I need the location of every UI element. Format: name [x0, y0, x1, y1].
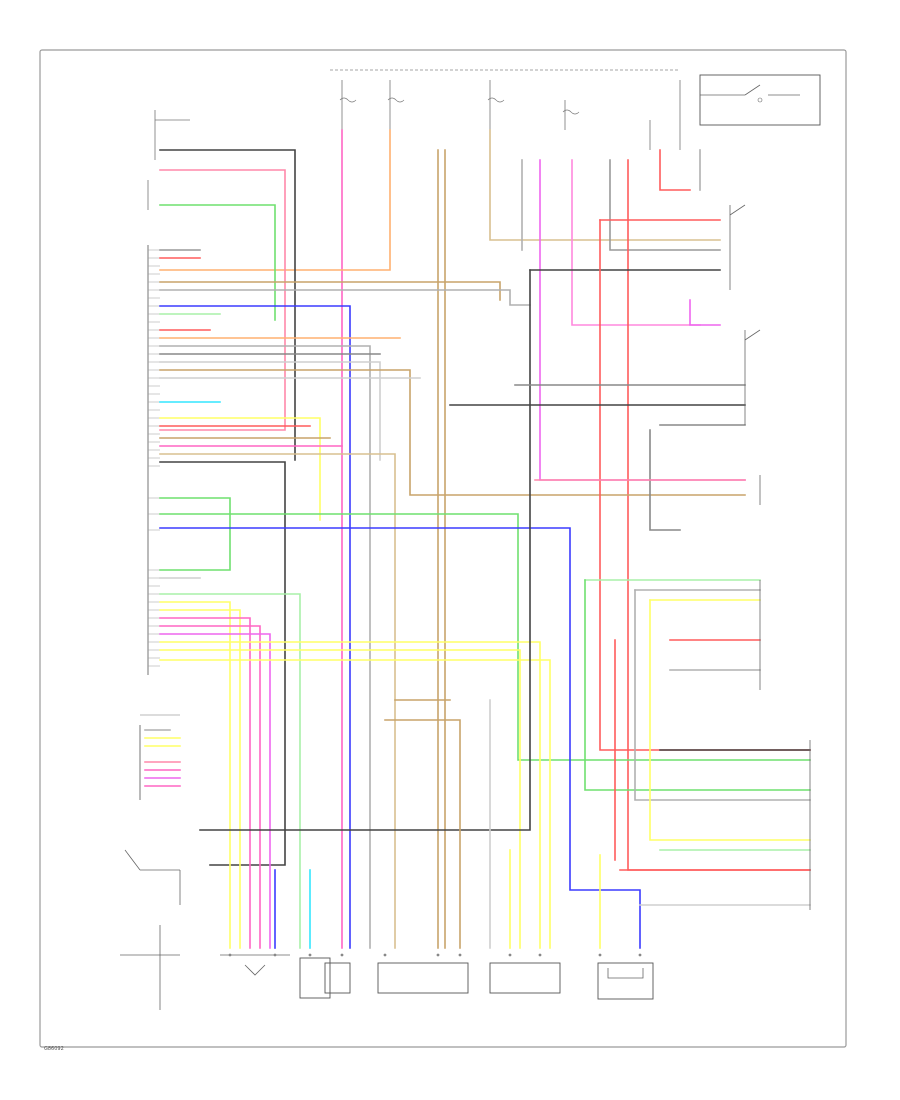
bottom-wires	[199, 269, 721, 949]
diagram-frame	[39, 49, 847, 1048]
bottom-terminals	[228, 953, 642, 957]
lower-left-switches	[120, 849, 181, 1010]
right-side-wires	[449, 219, 811, 906]
top-fuse-block	[330, 69, 821, 150]
mid-section-wires	[159, 497, 811, 949]
left-top-components	[147, 110, 190, 210]
vertical-wires	[159, 129, 811, 949]
lower-left-wires	[144, 729, 181, 787]
right-components	[729, 204, 811, 910]
main-module-connector	[140, 245, 180, 716]
figure-code: G86092	[44, 1046, 64, 1052]
module-horizontal-wires	[159, 149, 746, 949]
bottom-components	[220, 954, 654, 1000]
